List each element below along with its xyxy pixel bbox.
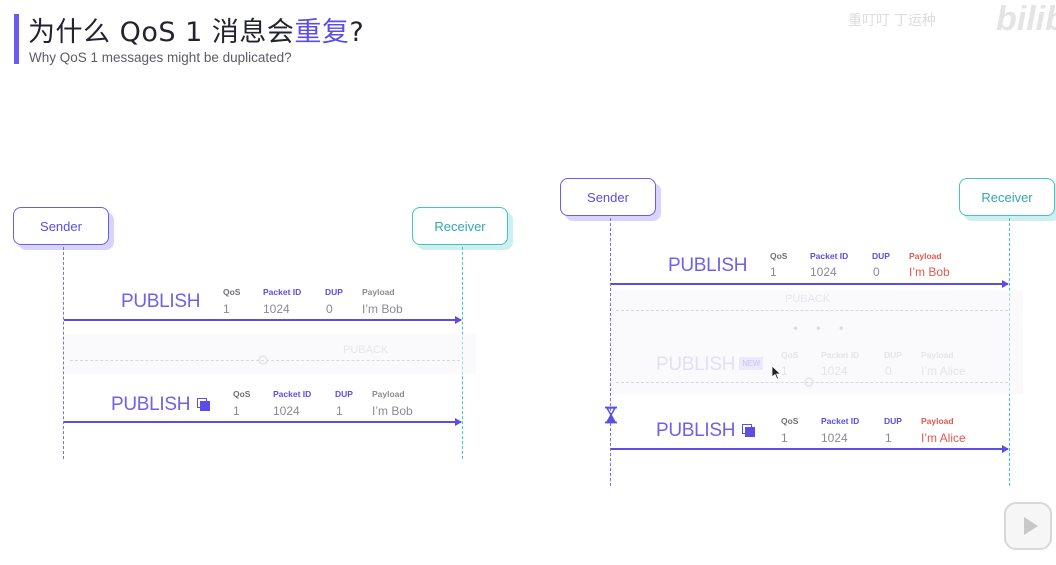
dup-header: DUP bbox=[872, 251, 890, 261]
publish-arrow bbox=[611, 280, 1009, 287]
receiver-box: Receiver bbox=[959, 178, 1055, 216]
payload-header: Payload bbox=[921, 350, 954, 360]
publish-label: PUBLISH bbox=[668, 255, 748, 276]
sender-box: Sender bbox=[13, 207, 109, 245]
qos-header: QoS bbox=[233, 389, 251, 399]
ellipsis-dots: • • • bbox=[792, 322, 851, 336]
qos-value: 1 bbox=[781, 431, 788, 445]
title-highlight: 重复 bbox=[294, 17, 350, 48]
title-accent-bar bbox=[14, 14, 19, 64]
publish-new-arrow-lost bbox=[616, 382, 1008, 383]
packet-id-value: 1024 bbox=[263, 302, 290, 316]
puback-label: PUBACK bbox=[785, 293, 831, 305]
qos-header: QoS bbox=[223, 287, 241, 297]
copy-icon bbox=[742, 424, 756, 437]
packet-id-header: Packet ID bbox=[821, 416, 860, 426]
dup-header: DUP bbox=[335, 389, 353, 399]
publish-text: PUBLISH bbox=[111, 394, 191, 415]
sender-box: Sender bbox=[560, 178, 656, 216]
dup-value: 0 bbox=[873, 265, 880, 279]
packet-id-header: Packet ID bbox=[810, 251, 849, 261]
payload-header: Payload bbox=[362, 287, 395, 297]
publish-text: PUBLISH bbox=[656, 420, 736, 441]
qos-header: QoS bbox=[781, 350, 799, 360]
dup-header: DUP bbox=[884, 350, 902, 360]
payload-value: I’m Bob bbox=[362, 302, 403, 316]
lost-exchange-overlay bbox=[611, 290, 1023, 394]
publish-retry-label: PUBLISH bbox=[656, 420, 756, 442]
dup-value: 0 bbox=[326, 302, 333, 316]
title-suffix: ? bbox=[349, 17, 365, 48]
publish-retry-label: PUBLISH bbox=[111, 394, 211, 416]
publish-arrow bbox=[64, 316, 462, 323]
packet-id-value: 1024 bbox=[821, 364, 848, 378]
payload-header: Payload bbox=[909, 251, 942, 261]
qos-value: 1 bbox=[781, 364, 788, 378]
payload-value: I’m Alice bbox=[921, 364, 966, 378]
dup-value: 1 bbox=[885, 431, 892, 445]
qos-value: 1 bbox=[770, 265, 777, 279]
publish-retry-arrow bbox=[64, 418, 462, 425]
dup-value: 1 bbox=[336, 404, 343, 418]
play-button[interactable] bbox=[1004, 502, 1052, 550]
sender-lifeline bbox=[63, 247, 64, 459]
hourglass-icon bbox=[605, 406, 617, 424]
sender-lifeline bbox=[610, 218, 611, 486]
publish-retry-arrow bbox=[611, 445, 1009, 452]
packet-id-header: Packet ID bbox=[263, 287, 302, 297]
mouse-cursor-icon bbox=[772, 366, 782, 380]
puback-label: PUBACK bbox=[343, 344, 389, 356]
packet-id-header: Packet ID bbox=[273, 389, 312, 399]
packet-id-value: 1024 bbox=[810, 265, 837, 279]
copy-icon bbox=[197, 398, 211, 411]
broken-link-icon bbox=[804, 377, 814, 387]
dup-value: 0 bbox=[885, 364, 892, 378]
broken-link-icon bbox=[258, 355, 268, 365]
puback-arrow-lost bbox=[70, 360, 460, 361]
new-tag: NEW bbox=[739, 357, 763, 370]
payload-header: Payload bbox=[921, 416, 954, 426]
qos-header: QoS bbox=[781, 416, 799, 426]
dup-header: DUP bbox=[325, 287, 343, 297]
qos-value: 1 bbox=[233, 404, 240, 418]
qos-header: QoS bbox=[770, 251, 788, 261]
watermark-text: 重叮叮 丁运种 bbox=[848, 12, 936, 28]
puback-arrow-lost bbox=[616, 310, 1008, 311]
publish-label: PUBLISH bbox=[121, 291, 201, 312]
bilibili-logo: bilib bbox=[996, 0, 1056, 38]
receiver-box: Receiver bbox=[412, 207, 508, 245]
title-prefix: 为什么 QoS 1 消息会 bbox=[28, 17, 295, 48]
packet-id-value: 1024 bbox=[821, 431, 848, 445]
page-subtitle: Why QoS 1 messages might be duplicated? bbox=[29, 50, 292, 65]
packet-id-value: 1024 bbox=[273, 404, 300, 418]
qos-value: 1 bbox=[223, 302, 230, 316]
dup-header: DUP bbox=[884, 416, 902, 426]
payload-value: I’m Alice bbox=[921, 431, 966, 445]
payload-header: Payload bbox=[372, 389, 405, 399]
payload-value: I’m Bob bbox=[372, 404, 413, 418]
publish-text: PUBLISH bbox=[656, 354, 736, 375]
packet-id-header: Packet ID bbox=[821, 350, 860, 360]
payload-value: I’m Bob bbox=[909, 265, 950, 279]
lost-puback-overlay bbox=[64, 334, 476, 374]
page-title: 为什么 QoS 1 消息会重复? bbox=[28, 10, 364, 49]
